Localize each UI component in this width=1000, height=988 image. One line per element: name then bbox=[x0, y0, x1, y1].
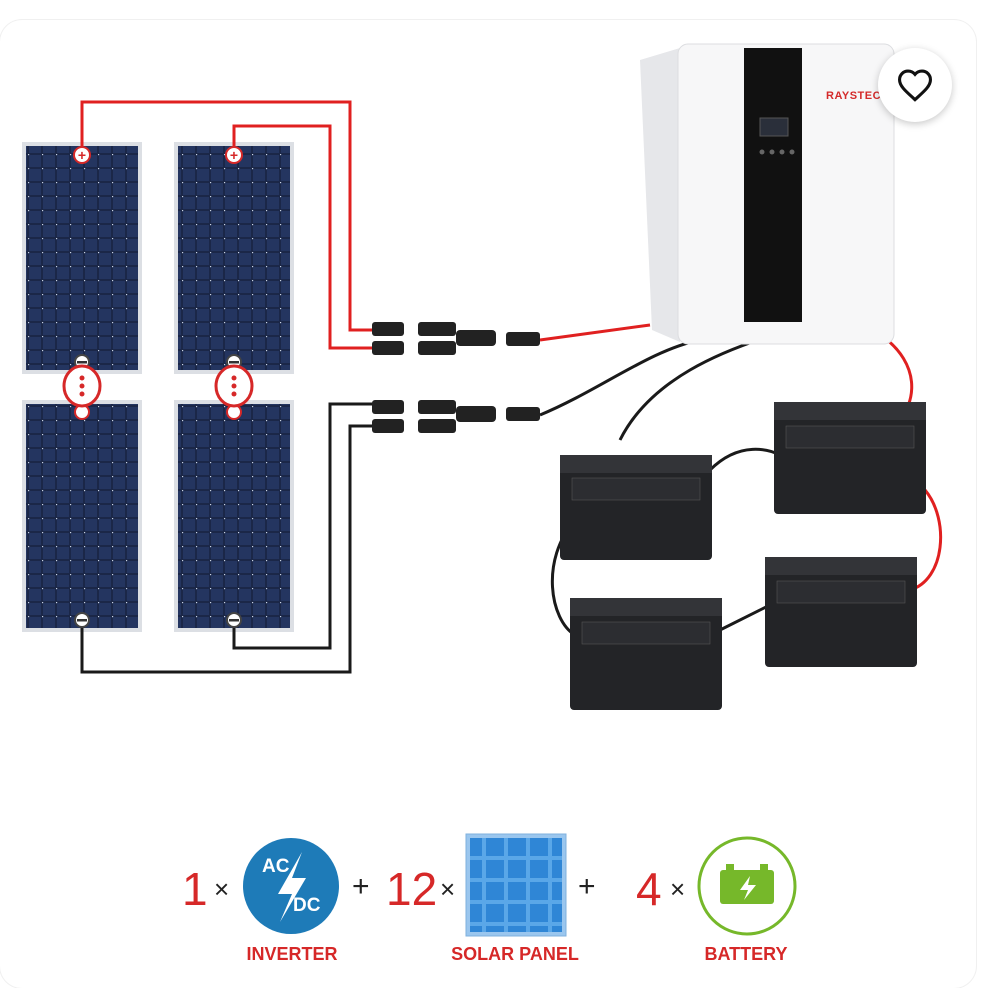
heart-icon bbox=[897, 69, 933, 102]
battery-times: × bbox=[670, 874, 686, 904]
battery-1 bbox=[560, 455, 712, 560]
solar-panel-4 bbox=[174, 400, 294, 632]
mc4-connectors bbox=[372, 322, 540, 433]
solar-panel-1 bbox=[22, 142, 142, 374]
battery-qty: 4 bbox=[636, 863, 662, 915]
svg-text:+: + bbox=[230, 147, 238, 163]
inverter-unit bbox=[640, 43, 895, 345]
solar-panel-icon bbox=[465, 833, 567, 937]
battery-2 bbox=[774, 402, 926, 514]
negative-wires bbox=[80, 328, 791, 674]
battery-4 bbox=[765, 557, 917, 667]
battery-label: BATTERY bbox=[704, 944, 788, 964]
plus-sign-1: + bbox=[352, 870, 370, 903]
inverter-acdc-icon bbox=[243, 838, 339, 934]
panel-terminals: + + bbox=[62, 146, 254, 628]
panel-label: SOLAR PANEL bbox=[451, 944, 579, 964]
favorite-button[interactable] bbox=[878, 48, 952, 122]
inverter-ac-text: AC bbox=[262, 856, 290, 877]
svg-text:+: + bbox=[78, 147, 86, 163]
inverter-qty: 1 bbox=[182, 863, 208, 915]
inverter-dc-text: DC bbox=[293, 895, 321, 916]
inverter-times: × bbox=[214, 874, 230, 904]
inverter-label: INVERTER bbox=[246, 944, 338, 964]
battery-3 bbox=[570, 598, 722, 710]
panel-times: × bbox=[440, 874, 456, 904]
panel-qty: 12 bbox=[386, 863, 438, 915]
inverter-brand-label: RAYSTECH bbox=[826, 90, 890, 102]
solar-panel-2 bbox=[174, 142, 294, 374]
plus-sign-2: + bbox=[578, 870, 596, 903]
battery-icon bbox=[697, 836, 797, 936]
solar-panel-3 bbox=[22, 400, 142, 632]
